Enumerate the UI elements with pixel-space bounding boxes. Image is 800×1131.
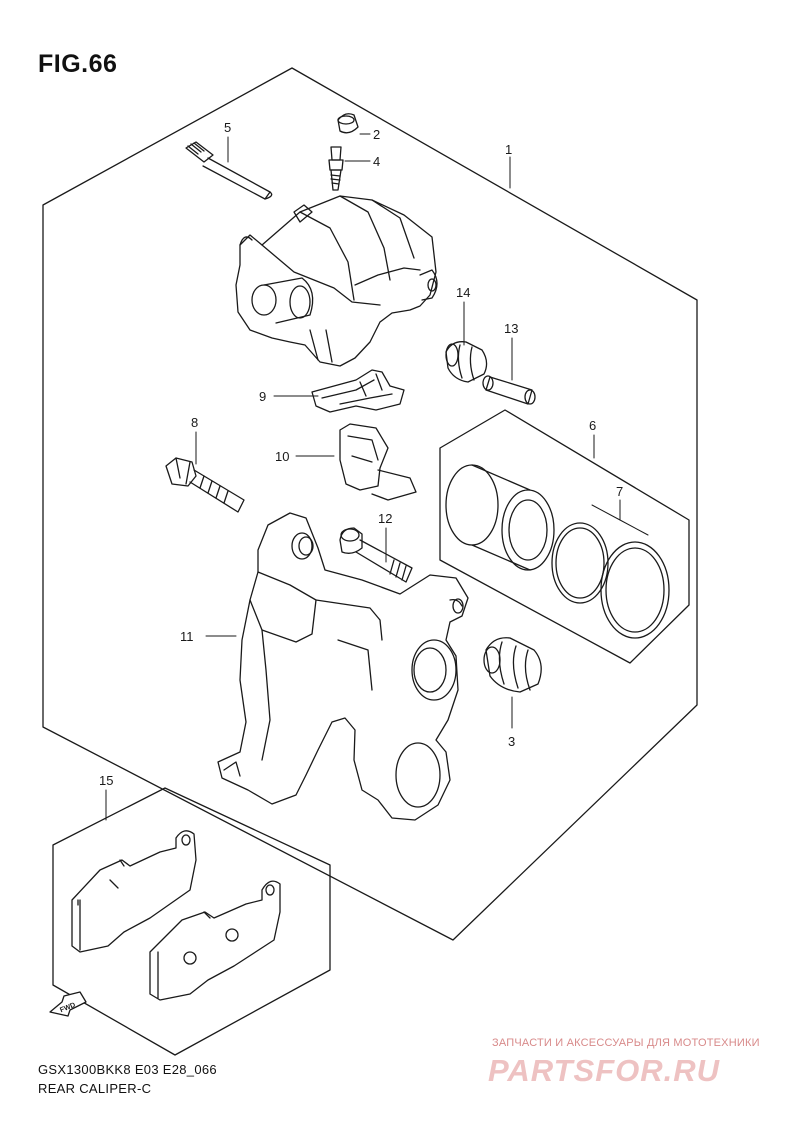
watermark-tagline: ЗАПЧАСТИ И АКСЕССУАРЫ ДЛЯ МОТОТЕХНИКИ (492, 1037, 760, 1049)
callout-13: 13 (504, 321, 518, 336)
part-name: REAR CALIPER-C (38, 1081, 152, 1096)
callout-12: 12 (378, 511, 392, 526)
assembly-outline (42, 67, 698, 941)
callout-4: 4 (373, 154, 380, 169)
mounting-bolt (165, 457, 245, 513)
pin-boot (445, 341, 488, 383)
callout-6: 6 (589, 418, 596, 433)
bleeder-valve (328, 146, 344, 191)
callout-1: 1 (505, 142, 512, 157)
pad-set-box (52, 787, 331, 1056)
figure-title: FIG.66 (38, 50, 118, 78)
callout-2: 2 (373, 127, 380, 142)
piston-seal-box (439, 409, 690, 664)
callout-labels: 1 2 3 4 5 6 7 8 9 10 11 12 13 14 15 FWD (59, 120, 623, 1014)
callout-15: 15 (99, 773, 113, 788)
callout-11: 11 (180, 629, 194, 644)
callout-14: 14 (456, 285, 470, 300)
callout-7: 7 (616, 484, 623, 499)
callout-9: 9 (259, 389, 266, 404)
pad-spring (311, 369, 405, 413)
piston-seals (551, 522, 670, 639)
fwd-arrow-icon (49, 991, 87, 1017)
callout-10: 10 (275, 449, 289, 464)
watermark-logo: PARTSFOR.RU (488, 1053, 721, 1088)
piston (445, 464, 555, 571)
caliper-bracket (217, 512, 469, 821)
callout-8: 8 (191, 415, 198, 430)
leader-lines (105, 133, 649, 821)
pin-bolt (339, 527, 413, 583)
slide-pin (185, 141, 273, 200)
callout-3: 3 (508, 734, 515, 749)
pin-sleeve (482, 375, 536, 405)
brake-pad-b (149, 880, 281, 1001)
bleeder-cap (337, 113, 359, 134)
callout-5: 5 (224, 120, 231, 135)
pad-retainer (339, 423, 417, 501)
model-code: GSX1300BKK8 E03 E28_066 (38, 1062, 217, 1077)
caliper-body (235, 195, 438, 367)
brake-pad-a (71, 830, 197, 953)
slide-boot (483, 637, 542, 693)
